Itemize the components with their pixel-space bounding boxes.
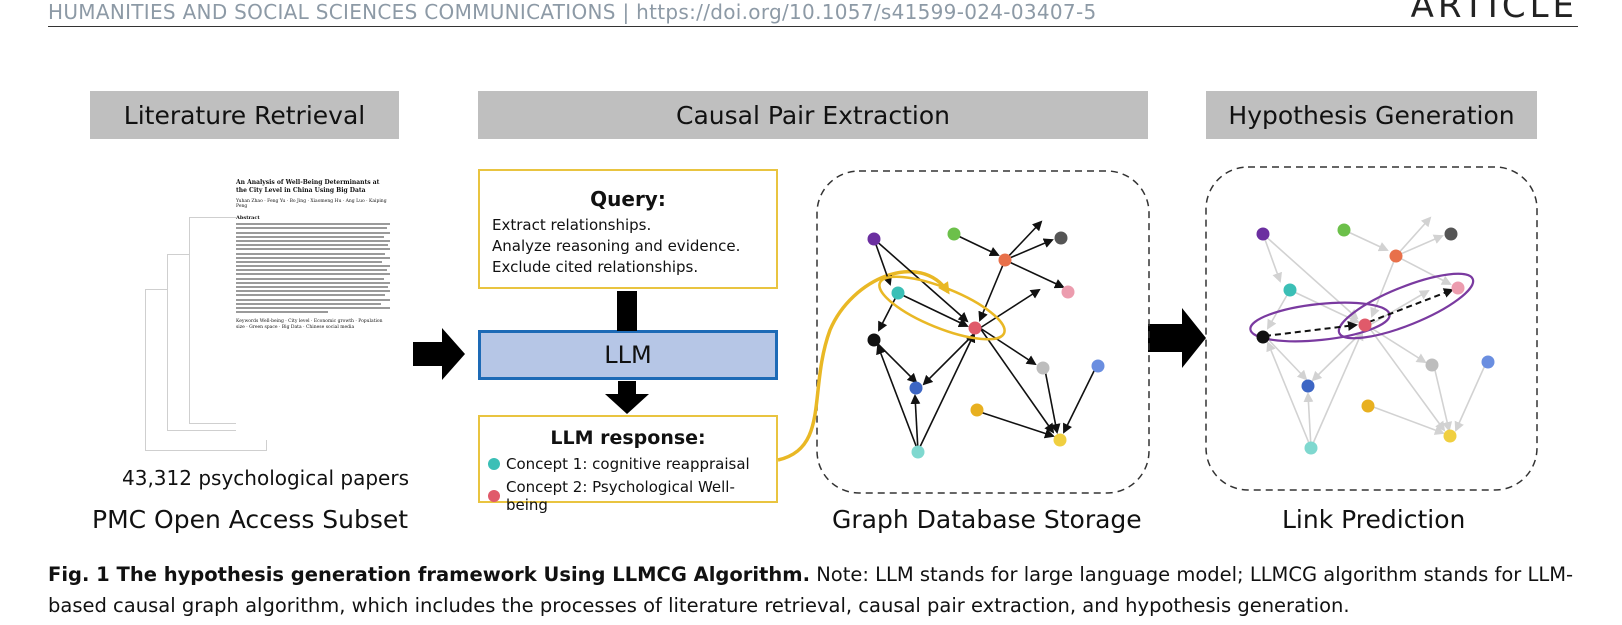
response-concept-1: Concept 1: cognitive reappraisal bbox=[488, 455, 750, 473]
banner-hypothesis-generation: Hypothesis Generation bbox=[1206, 91, 1537, 139]
response-concept-2: Concept 2: Psychological Well-being bbox=[488, 478, 776, 514]
graph-nodes bbox=[867, 227, 1105, 459]
graph-storage-label: Graph Database Storage bbox=[832, 505, 1142, 534]
running-header: HUMANITIES AND SOCIAL SCIENCES COMMUNICA… bbox=[48, 0, 1578, 27]
paper-authors: Yuhan Zhao · Feng Yu · Bo Jing · Xiaomen… bbox=[236, 199, 387, 209]
connector-llm-response bbox=[618, 381, 636, 395]
caption-bold: Fig. 1 The hypothesis generation framewo… bbox=[48, 563, 810, 586]
query-line: Analyze reasoning and evidence. bbox=[492, 237, 741, 255]
arrow-retrieval-to-extraction bbox=[413, 328, 465, 380]
source-label: PMC Open Access Subset bbox=[92, 505, 409, 534]
predicted-links bbox=[1264, 288, 1454, 337]
paper-abstract-heading: Abstract bbox=[236, 215, 260, 221]
predicted-link-ellipse-2 bbox=[1337, 272, 1475, 340]
banner-literature-retrieval: Literature Retrieval bbox=[90, 91, 399, 139]
llm-box: LLM bbox=[478, 330, 778, 380]
llm-response-box: LLM response: Concept 1: cognitive reapp… bbox=[478, 415, 778, 514]
paper-count-label: 43,312 psychological papers bbox=[122, 466, 410, 490]
response-title: LLM response: bbox=[550, 427, 706, 449]
caption-rest: Note: LLM stands for large language mode… bbox=[48, 563, 1574, 617]
query-line: Exclude cited relationships. bbox=[492, 258, 699, 276]
graph-database-frame bbox=[816, 170, 1150, 494]
link-prediction-frame bbox=[1205, 166, 1538, 491]
graph-edges bbox=[873, 220, 1097, 452]
arrow-extraction-to-generation bbox=[1148, 308, 1206, 368]
article-label: ARTICLE bbox=[1410, 0, 1578, 26]
query-box: Query: Extract relationships. Analyze re… bbox=[478, 169, 778, 289]
arrow-llm-response bbox=[605, 394, 649, 414]
prediction-nodes bbox=[1256, 223, 1495, 455]
concept-2-label: Concept 2: Psychological Well-being bbox=[505, 478, 735, 514]
figure-caption: Fig. 1 The hypothesis generation framewo… bbox=[48, 559, 1578, 621]
concept-1-label: Concept 1: cognitive reappraisal bbox=[506, 455, 750, 473]
extracted-pair-highlight bbox=[878, 275, 1006, 341]
journal-line[interactable]: HUMANITIES AND SOCIAL SCIENCES COMMUNICA… bbox=[48, 0, 1097, 24]
query-title: Query: bbox=[590, 187, 666, 211]
paper-keywords: Keywords Well-being · City level · Econo… bbox=[236, 319, 383, 331]
paper-thumbnail-front: An Analysis of Well-Being Determinants a… bbox=[236, 169, 390, 440]
concept-2-dot bbox=[488, 490, 500, 502]
response-to-graph-curve bbox=[777, 269, 950, 462]
paper-abstract-lines bbox=[236, 223, 390, 314]
query-lines: Extract relationships. Analyze reasoning… bbox=[492, 215, 740, 278]
paper-title: An Analysis of Well-Being Determinants a… bbox=[236, 179, 380, 194]
prediction-edges bbox=[1262, 216, 1487, 449]
query-line: Extract relationships. bbox=[492, 216, 652, 234]
connector-query-llm bbox=[617, 291, 637, 331]
link-prediction-label: Link Prediction bbox=[1282, 505, 1466, 534]
concept-1-dot bbox=[488, 458, 500, 470]
banner-causal-pair-extraction: Causal Pair Extraction bbox=[478, 91, 1148, 139]
